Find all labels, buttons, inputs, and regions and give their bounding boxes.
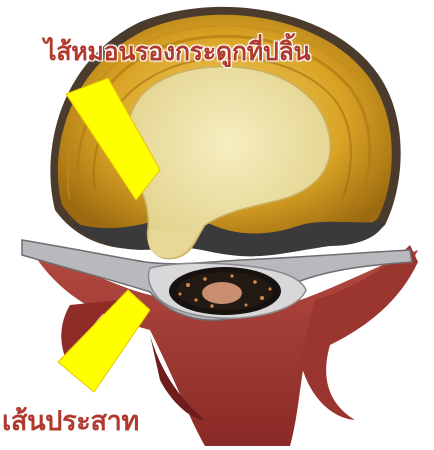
herniated-disc-label: ไส้หมอนรองกระดูกที่ปลิ้น	[44, 32, 310, 72]
grey-matter	[202, 282, 242, 304]
nerve-label: เส้นประสาท	[2, 399, 139, 442]
